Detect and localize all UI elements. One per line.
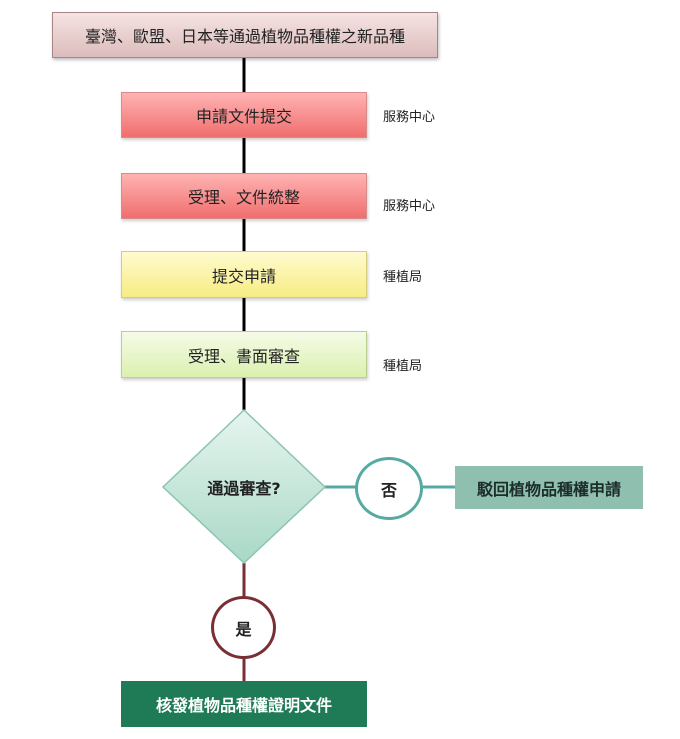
step-accept-review: 受理、書面審查 [121, 331, 367, 378]
issue-certificate-node: 核發植物品種權證明文件 [121, 681, 367, 727]
reject-label: 駁回植物品種權申請 [476, 479, 621, 499]
start-node: 臺灣、歐盟、日本等通過植物品種權之新品種 [52, 12, 438, 58]
step-owner-label: 種植局 [383, 359, 423, 374]
yes-label: 是 [235, 619, 252, 639]
start-node-label: 臺灣、歐盟、日本等通過植物品種權之新品種 [84, 27, 405, 46]
step-label: 提交申請 [211, 266, 276, 286]
step-submit-application: 提交申請 [121, 251, 367, 298]
issue-label: 核發植物品種權證明文件 [155, 696, 332, 715]
step-owner-label: 種植局 [383, 270, 423, 285]
no-branch-circle: 否 [355, 457, 423, 520]
yes-branch-circle: 是 [211, 596, 276, 659]
step-submit-documents: 申請文件提交 [121, 92, 367, 138]
no-label: 否 [380, 480, 397, 500]
step-accept-compile: 受理、文件統整 [121, 173, 367, 219]
decision-label: 通過審查? [207, 479, 281, 498]
step-owner-label: 服務中心 [383, 199, 436, 214]
step-label: 受理、文件統整 [187, 188, 300, 207]
reject-node: 駁回植物品種權申請 [455, 466, 643, 509]
decision-diamond [161, 408, 327, 565]
step-label: 受理、書面審查 [187, 346, 300, 366]
step-label: 申請文件提交 [195, 107, 292, 126]
step-owner-label: 服務中心 [383, 110, 436, 125]
